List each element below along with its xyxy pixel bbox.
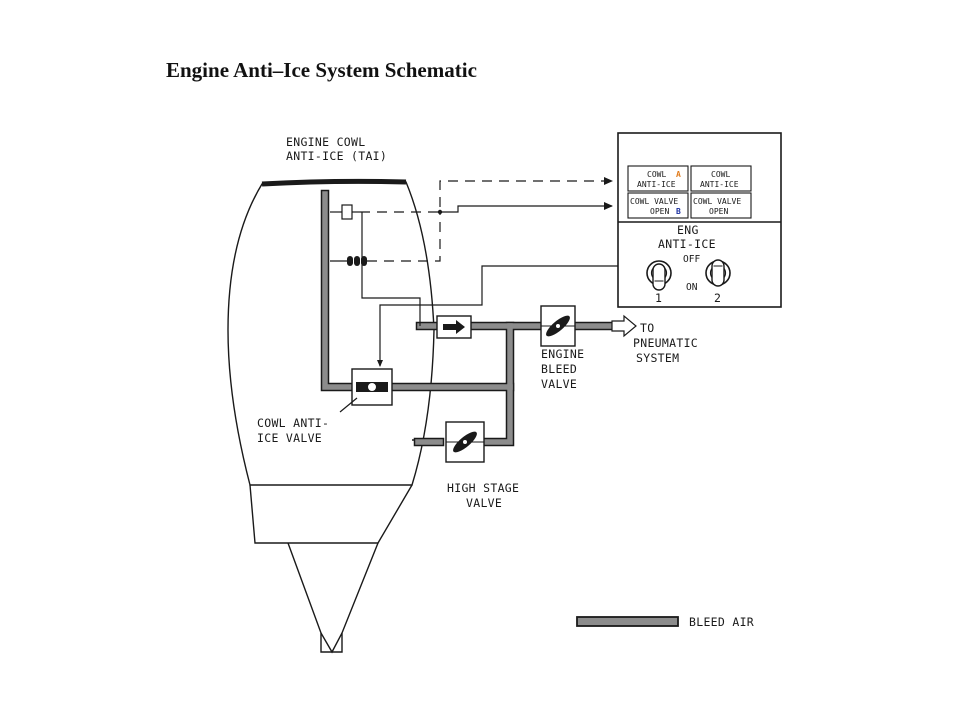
switch-1-number: 1 [655, 291, 662, 305]
anti-ice-switch-1[interactable] [646, 260, 672, 291]
pressure-sensor [330, 204, 360, 220]
light-cowl-valve-open-1-line1: COWL VALVE [630, 197, 678, 206]
light-cowl-anti-ice-1-line2: ANTI-ICE [637, 180, 676, 189]
legend [576, 616, 679, 627]
cowl-anti-ice-light-2 [690, 165, 752, 192]
label-cowl-valve-1: COWL ANTI- [257, 416, 329, 430]
label-to-pneumatic-1: TO [640, 321, 654, 335]
label-high-stage-2: VALVE [466, 496, 502, 510]
switch-on-label: ON [686, 282, 698, 293]
eng-anti-ice-panel [617, 132, 782, 308]
light-cowl-valve-open-2-line1: COWL VALVE [693, 197, 741, 206]
switch-title-line1: ENG [677, 223, 699, 237]
label-engine-cowl-2: ANTI-ICE (TAI) [286, 149, 387, 163]
switch-off-label: OFF [683, 254, 700, 265]
to-pneumatic-arrow [611, 314, 637, 338]
callout-b: B [676, 207, 681, 216]
cowl-valve-open-light-1 [627, 192, 689, 219]
label-to-pneumatic-2: PNEUMATIC [633, 336, 698, 350]
high-stage-valve [445, 421, 485, 463]
engine-nacelle [227, 178, 440, 654]
light-cowl-anti-ice-1-line1: COWL [647, 170, 666, 179]
light-cowl-anti-ice-2-line1: COWL [711, 170, 730, 179]
label-bleed-valve-2: BLEED [541, 362, 577, 376]
anti-ice-switch-2[interactable] [705, 259, 731, 287]
cowl-valve-open-light-2 [690, 192, 752, 219]
diagram-title: Engine Anti–Ice System Schematic [166, 58, 477, 82]
label-bleed-valve-3: VALVE [541, 377, 577, 391]
legend-bleed-air-label: BLEED AIR [689, 615, 754, 629]
cowl-anti-ice-valve [339, 368, 393, 413]
engine-bleed-valve [540, 305, 576, 347]
signal-wiring [360, 177, 643, 367]
label-engine-cowl-1: ENGINE COWL [286, 135, 365, 149]
light-cowl-valve-open-1-line2: OPEN [650, 207, 669, 216]
label-bleed-valve-1: ENGINE [541, 347, 584, 361]
callout-a: A [676, 170, 681, 179]
cowl-anti-ice-light-1 [627, 165, 689, 192]
switch-2-number: 2 [714, 291, 721, 305]
label-to-pneumatic-3: SYSTEM [636, 351, 679, 365]
label-high-stage-1: HIGH STAGE [447, 481, 519, 495]
switch-title-line2: ANTI-ICE [658, 237, 716, 251]
light-cowl-anti-ice-2-line2: ANTI-ICE [700, 180, 739, 189]
check-valve [436, 315, 472, 339]
legend-swatch-bleed-air [576, 616, 679, 627]
light-cowl-valve-open-2-line2: OPEN [709, 207, 728, 216]
label-cowl-valve-2: ICE VALVE [257, 431, 322, 445]
